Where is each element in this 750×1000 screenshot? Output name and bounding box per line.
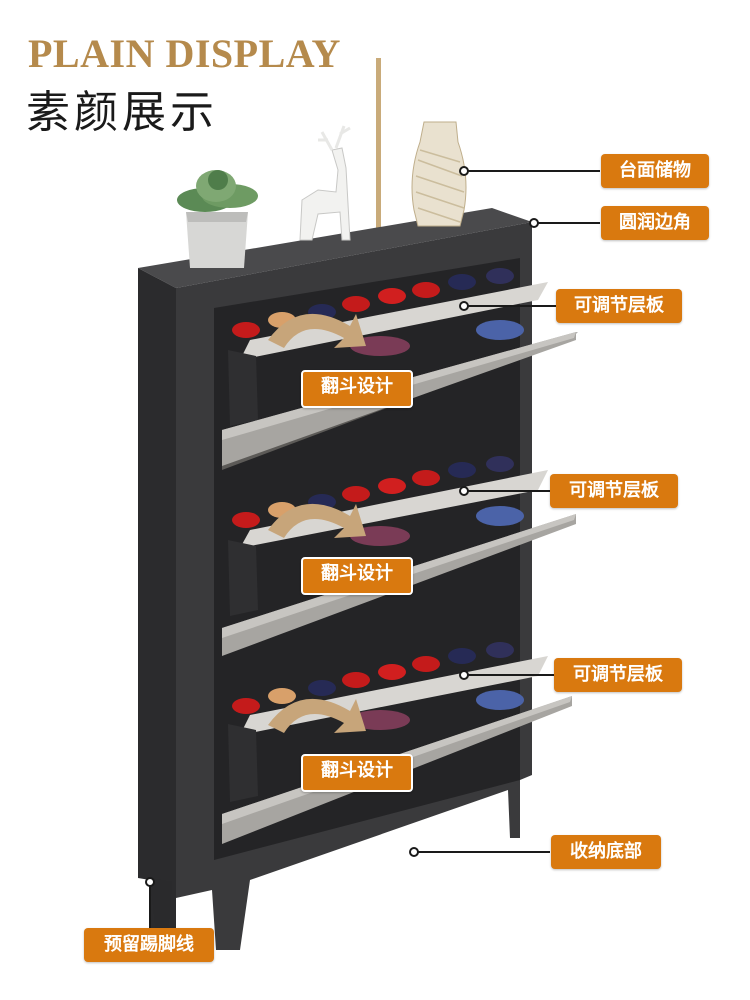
callout-bottom-storage: 收纳底部 — [551, 835, 661, 869]
callout-adjustable-shelf-1: 可调节层板 — [556, 289, 682, 323]
shoes-row-2 — [232, 456, 524, 546]
callout-flip-design-2: 翻斗设计 — [301, 557, 413, 595]
shoes-row-1 — [232, 268, 524, 356]
callout-flip-design-1: 翻斗设计 — [301, 370, 413, 408]
callout-leaders — [149, 170, 600, 930]
title-english: PLAIN DISPLAY — [28, 31, 341, 76]
deer-figurine-icon — [299, 125, 351, 241]
vase-icon — [411, 121, 467, 227]
lamp-icon — [358, 58, 398, 241]
callout-flip-design-3: 翻斗设计 — [301, 754, 413, 792]
potted-plant-icon — [177, 170, 258, 268]
title-chinese: 素颜展示 — [26, 87, 218, 138]
callout-kickboard: 预留踢脚线 — [84, 928, 214, 962]
callout-top-storage: 台面储物 — [601, 154, 709, 188]
shoes-row-3 — [232, 642, 524, 730]
flip-arrow-icon — [268, 313, 366, 733]
callout-dots — [145, 166, 539, 887]
callout-rounded-edge: 圆润边角 — [601, 206, 709, 240]
callout-adjustable-shelf-3: 可调节层板 — [554, 658, 682, 692]
callout-adjustable-shelf-2: 可调节层板 — [550, 474, 678, 508]
